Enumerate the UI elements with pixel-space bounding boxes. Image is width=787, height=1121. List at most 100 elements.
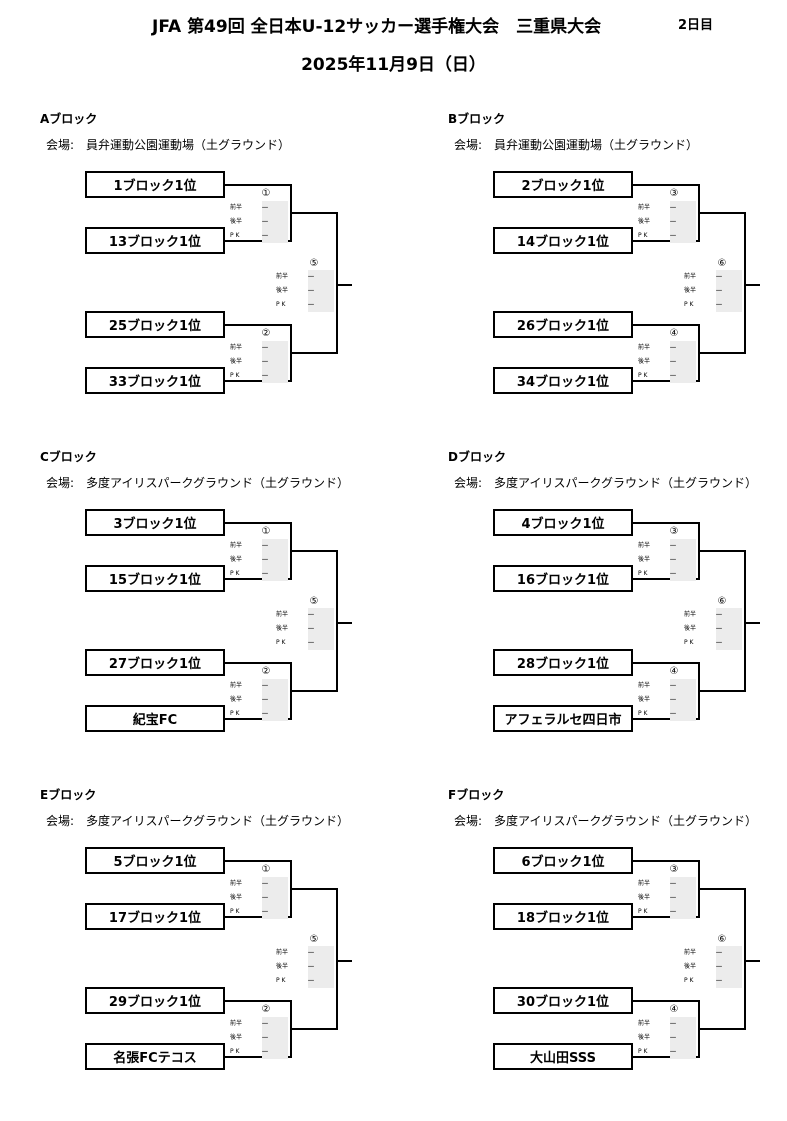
bracket-line xyxy=(700,352,744,354)
bracket-line xyxy=(746,622,760,624)
bracket-line xyxy=(290,662,292,720)
first-half-label: 前半 xyxy=(230,1020,243,1027)
score-background xyxy=(716,946,742,988)
pk-label: P K xyxy=(684,977,694,984)
pk-score: － xyxy=(261,907,269,916)
bracket-line xyxy=(292,550,336,552)
score-background xyxy=(308,270,334,312)
bracket-line xyxy=(225,1000,290,1002)
match-number: ⑥ xyxy=(717,596,727,607)
first-half-label: 前半 xyxy=(230,344,243,351)
first-half-label: 前半 xyxy=(276,949,289,956)
bracket-line xyxy=(633,1000,698,1002)
match-number: ⑤ xyxy=(309,596,319,607)
first-half-score: － xyxy=(307,610,315,619)
second-half-score: － xyxy=(307,624,315,633)
pk-row: P K－ xyxy=(230,567,288,581)
pk-row: P K－ xyxy=(684,298,742,312)
bracket-line xyxy=(744,212,746,354)
score-background xyxy=(716,270,742,312)
first-half-score: － xyxy=(669,541,677,550)
bracket-line xyxy=(290,324,292,382)
team-box: 16ブロック1位 xyxy=(493,565,633,592)
first-half-label: 前半 xyxy=(638,542,651,549)
first-half-row: 前半－ xyxy=(230,679,288,693)
second-half-label: 後半 xyxy=(638,1034,651,1041)
pk-score: － xyxy=(669,1047,677,1056)
pk-label: P K xyxy=(230,232,240,239)
second-half-score: － xyxy=(261,217,269,226)
second-half-row: 後半－ xyxy=(230,553,288,567)
score-box: 前半－後半－P K－ xyxy=(638,679,696,721)
second-half-row: 後半－ xyxy=(276,960,334,974)
first-half-score: － xyxy=(715,272,723,281)
second-half-score: － xyxy=(669,1033,677,1042)
score-background xyxy=(262,341,288,383)
second-half-label: 後半 xyxy=(230,556,243,563)
second-half-row: 後半 － xyxy=(638,1031,696,1045)
bracket-line xyxy=(744,888,746,1030)
venue-label: 会場: 多度アイリスパークグラウンド（土グラウンド） xyxy=(46,476,349,490)
first-half-score: － xyxy=(669,879,677,888)
bracket-line xyxy=(698,324,700,382)
pk-score: － xyxy=(715,300,723,309)
team-box: 17ブロック1位 xyxy=(85,903,225,930)
team-box: 26ブロック1位 xyxy=(493,311,633,338)
second-half-score: － xyxy=(261,893,269,902)
second-half-label: 後半 xyxy=(276,625,289,632)
first-half-score: － xyxy=(261,1019,269,1028)
second-half-score: － xyxy=(669,555,677,564)
second-half-label: 後半 xyxy=(230,894,243,901)
pk-row: P K－ xyxy=(276,298,334,312)
team-box: 1ブロック1位 xyxy=(85,171,225,198)
pk-row: P K－ xyxy=(230,229,288,243)
second-half-score: － xyxy=(261,1033,269,1042)
bracket-line xyxy=(225,324,290,326)
team-box: 14ブロック1位 xyxy=(493,227,633,254)
venue-label: 会場: 多度アイリスパークグラウンド（土グラウンド） xyxy=(454,476,757,490)
second-half-score: － xyxy=(307,962,315,971)
team-box: 名張FCテコス xyxy=(85,1043,225,1070)
first-half-score: － xyxy=(669,343,677,352)
first-half-score: － xyxy=(669,681,677,690)
second-half-row: 後半－ xyxy=(276,284,334,298)
team-box: 27ブロック1位 xyxy=(85,649,225,676)
score-box: 前半－後半－P K－ xyxy=(684,608,742,650)
first-half-label: 前半 xyxy=(684,273,697,280)
second-half-score: － xyxy=(715,962,723,971)
bracket-line xyxy=(700,550,744,552)
pk-label: P K xyxy=(638,570,648,577)
first-half-label: 前半 xyxy=(684,611,697,618)
team-box: 34ブロック1位 xyxy=(493,367,633,394)
pk-score: － xyxy=(669,709,677,718)
match-number: ③ xyxy=(669,188,679,199)
second-half-row: 後半 － xyxy=(276,622,334,636)
pk-label: P K xyxy=(230,372,240,379)
pk-label: P K xyxy=(230,908,240,915)
first-half-label: 前半 xyxy=(638,1020,651,1027)
first-half-row: 前半－ xyxy=(638,679,696,693)
bracket-line xyxy=(633,240,698,242)
match-number: ④ xyxy=(669,666,679,677)
score-box: 前半－後半－P K－ xyxy=(684,270,742,312)
first-half-score: － xyxy=(307,948,315,957)
match-number: ⑤ xyxy=(309,934,319,945)
first-half-score: － xyxy=(261,879,269,888)
score-box: 前半－後半－P K－ xyxy=(230,877,288,919)
second-half-label: 後半 xyxy=(638,218,651,225)
first-half-row: 前半－ xyxy=(638,341,696,355)
score-background xyxy=(308,946,334,988)
pk-label: P K xyxy=(638,908,648,915)
pk-score: － xyxy=(307,638,315,647)
first-half-row: 前半－ xyxy=(638,201,696,215)
match-number: ① xyxy=(261,864,271,875)
first-half-label: 前半 xyxy=(684,949,697,956)
first-half-score: － xyxy=(261,541,269,550)
bracket-line xyxy=(225,380,290,382)
pk-score: － xyxy=(307,976,315,985)
bracket-line xyxy=(225,240,290,242)
block-title: Aブロック xyxy=(40,112,98,126)
